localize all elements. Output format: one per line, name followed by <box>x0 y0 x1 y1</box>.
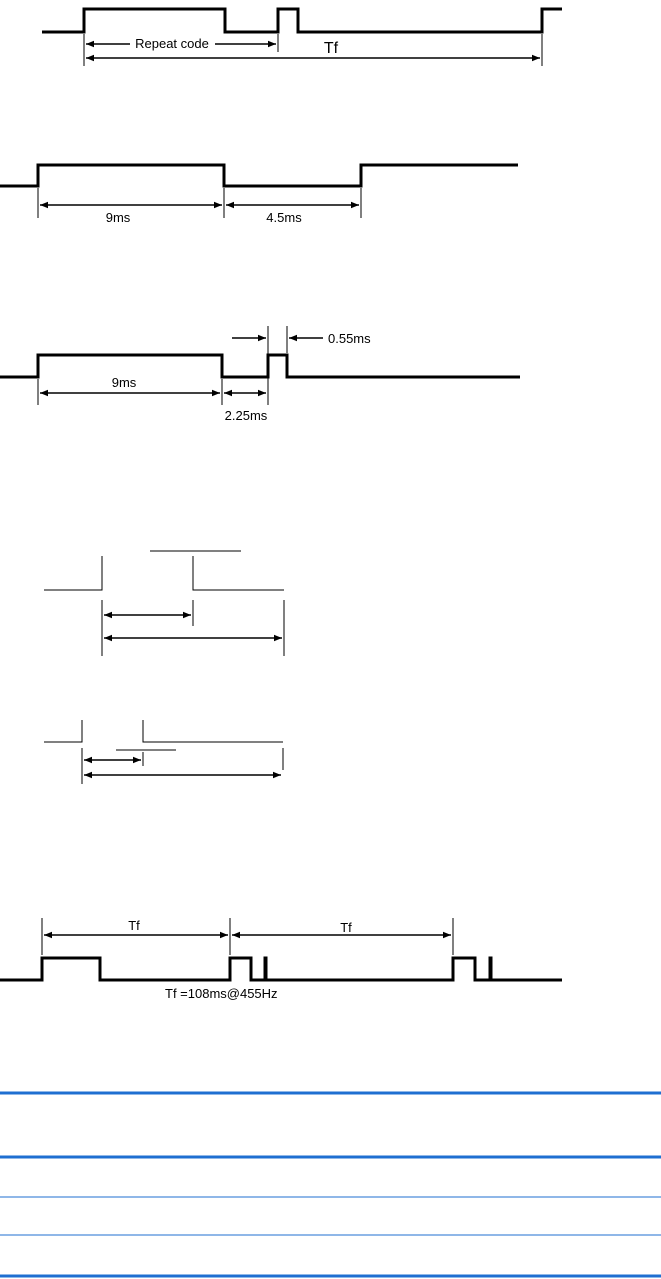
bit-waveform-right <box>142 720 283 743</box>
repeat-code-label: Repeat code <box>135 36 209 51</box>
bit-one-diagram <box>44 550 285 656</box>
leader-code-waveform <box>0 163 518 188</box>
bit-waveform-left <box>44 556 103 591</box>
gap-label: 2.25ms <box>225 408 268 423</box>
frame-repeat-waveform <box>0 956 562 982</box>
tf-note: Tf =108ms@455Hz <box>165 986 278 1001</box>
tf-label-first: Tf <box>128 918 140 933</box>
repeat-code-diagram: Repeat code Tf <box>42 7 562 66</box>
bit-waveform-right <box>192 556 284 591</box>
tf-label: Tf <box>324 40 339 57</box>
lead-low-label: 4.5ms <box>266 210 302 225</box>
tf-label-second: Tf <box>340 920 352 935</box>
repeat-leader-waveform <box>0 353 520 379</box>
pulse-label: 0.55ms <box>328 331 371 346</box>
frame-repeat-diagram: Tf Tf Tf =108ms@455Hz <box>0 918 562 1001</box>
lead-high-label: 9ms <box>106 210 131 225</box>
repeat-code-waveform <box>42 7 562 34</box>
leader-code-diagram: 9ms 4.5ms <box>0 163 518 225</box>
repeat-leader-diagram: 9ms 2.25ms 0.55ms <box>0 326 520 423</box>
table-frame <box>0 1091 661 1278</box>
lead-high-label: 9ms <box>112 375 137 390</box>
bit-waveform-left <box>44 720 83 743</box>
bit-zero-diagram <box>44 720 284 784</box>
